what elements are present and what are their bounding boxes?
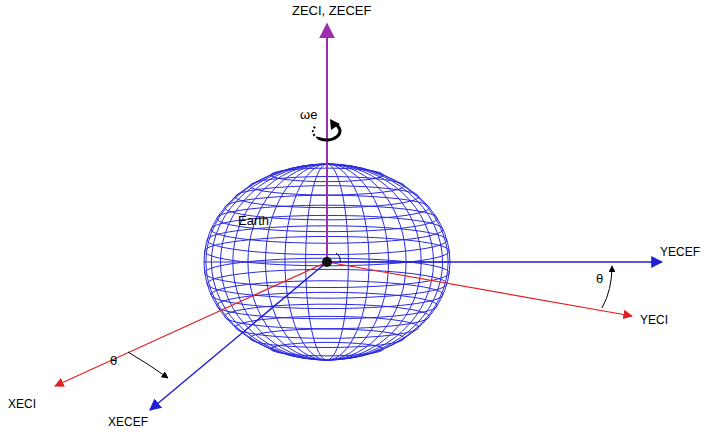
parallel-line — [217, 292, 437, 318]
body-label: Earth — [238, 214, 269, 227]
rotation-arrowhead — [330, 119, 340, 130]
y-ecef-axis — [327, 261, 662, 263]
theta-arc — [602, 266, 612, 308]
axis-label: XECI — [8, 398, 36, 410]
axis-label: XECEF — [108, 416, 148, 428]
axis-label: YECEF — [660, 246, 700, 258]
parallel-line — [207, 269, 447, 298]
y-eci-axis — [327, 262, 632, 316]
parallel-line — [250, 329, 405, 348]
x-eci-axis — [55, 262, 327, 386]
x-ecef-axis — [150, 262, 327, 410]
angle-label: θ — [596, 272, 603, 285]
rotation-arrow-dash — [313, 126, 318, 138]
rotation-label: ωe — [300, 108, 317, 121]
theta-arc — [128, 352, 168, 378]
small-arc — [336, 253, 340, 262]
parallel-line — [271, 342, 384, 356]
z-axis — [326, 24, 328, 262]
parallel-line — [235, 316, 418, 338]
axis-label: YECI — [640, 314, 668, 326]
center-dot — [322, 257, 332, 267]
axis-label: ZECI, ZECEF — [292, 4, 371, 17]
angle-label: θ — [110, 354, 117, 367]
rotation-arrow — [318, 124, 340, 140]
